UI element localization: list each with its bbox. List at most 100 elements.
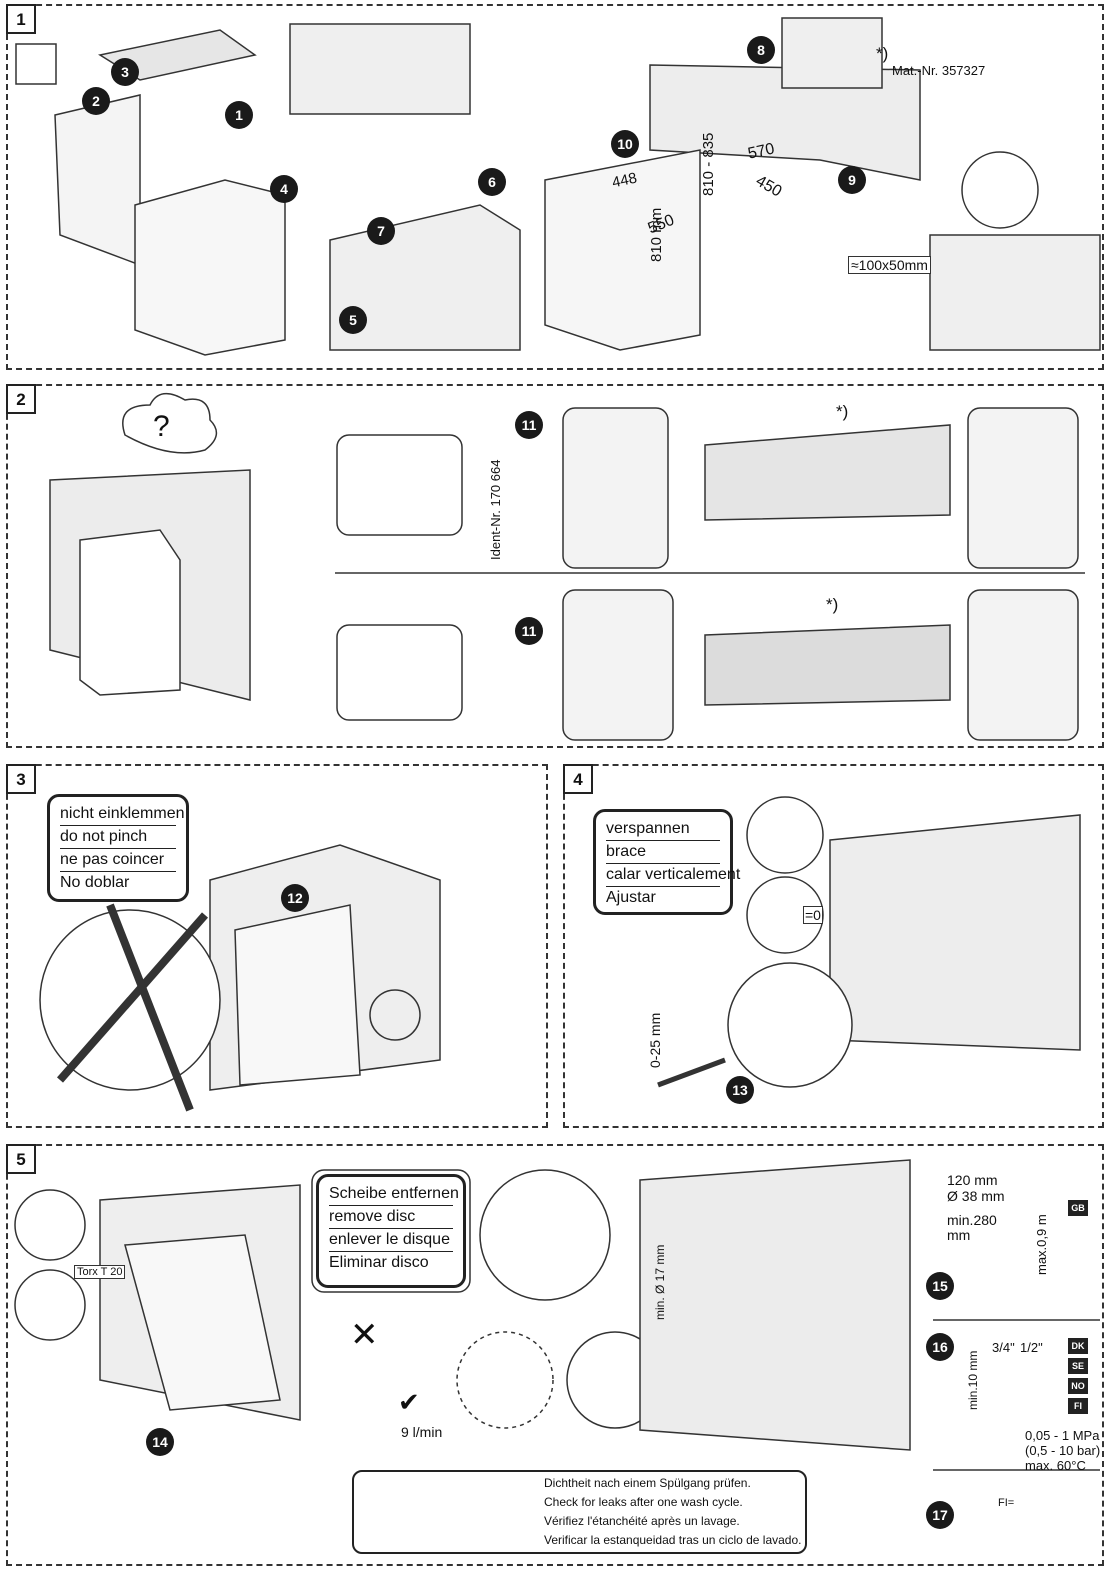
flow-rate-label: 9 l/min: [401, 1424, 443, 1440]
stone-bracket-detail: [562, 589, 674, 741]
panel-number: 3: [6, 764, 36, 794]
brace-line: brace: [606, 841, 720, 864]
step-badge-14: 14: [146, 1428, 174, 1456]
cross-line-icon: [56, 912, 209, 1083]
stone-worktop-illustration: [704, 624, 951, 706]
leak-line: Verificar la estanqueidad tras un ciclo …: [544, 1533, 802, 1547]
step-badge-6: 6: [478, 168, 506, 196]
panel-number: 4: [563, 764, 593, 794]
no-drip-icon: ✕: [350, 1316, 379, 1354]
question-mark: ?: [153, 410, 170, 443]
brace-note-box: verspannen brace calar verticalement Aju…: [593, 809, 740, 915]
panel-2: 2: [6, 384, 1104, 748]
bracket-bottom-detail: [967, 589, 1079, 741]
step-badge-11: 11: [515, 411, 543, 439]
disc-line: Scheibe entfernen: [329, 1183, 459, 1206]
leak-check-box: Dichtheit nach einem Spülgang prüfen. Ch…: [352, 1470, 807, 1554]
asterisk-note: *): [836, 402, 849, 421]
dim-hole: ≈100x50mm: [848, 256, 931, 274]
lang-badge-fi: FI: [1068, 1398, 1088, 1414]
dishwasher-pinch-illustration: [234, 904, 361, 1086]
pressure-line: max. 60°C: [1025, 1458, 1086, 1473]
step-badge-13: 13: [726, 1076, 754, 1104]
foot-range-label: 0-25 mm: [647, 1012, 663, 1068]
fi-label: FI=: [998, 1497, 1015, 1509]
step-badge-8: 8: [747, 36, 775, 64]
asterisk-note: *): [826, 595, 839, 614]
gap-detail-circle: [746, 796, 824, 874]
min-diameter-label: min. Ø 17 mm: [653, 1244, 667, 1320]
warning-line: do not pinch: [60, 826, 176, 849]
kitchen-niche-illustration: [829, 814, 1081, 1051]
power-plug-icon: [15, 43, 57, 85]
disc-line: enlever le disque: [329, 1229, 453, 1252]
bracket-top-detail: [967, 407, 1079, 569]
panel-3: 3: [6, 764, 548, 1128]
wood-bracket-detail: [562, 407, 669, 569]
brace-line: verspannen: [606, 818, 720, 841]
dishwasher-question-illustration: [79, 529, 181, 696]
step-badge-4: 4: [270, 175, 298, 203]
wood-worktop-box: [336, 434, 463, 536]
hinge-detail-circle: [14, 1189, 86, 1261]
thread-34-label: 3/4": [992, 1340, 1015, 1355]
ident-nr-label: Ident-Nr. 170 664: [488, 459, 503, 560]
thread-12-label: 1/2": [1020, 1340, 1043, 1355]
strip-detail-illustration: [781, 17, 883, 89]
mount-detail-illustration: [289, 23, 471, 115]
no-water-detail-illustration: [961, 151, 1039, 229]
brace-line: Ajustar: [606, 889, 656, 906]
step-badge-1: 1: [225, 101, 253, 129]
step-badge-12: 12: [281, 884, 309, 912]
foot-detail-circle: [727, 962, 853, 1088]
panel-4: 4: [563, 764, 1104, 1128]
lang-badge-no: NO: [1068, 1378, 1088, 1394]
no-kink-circle: [456, 1331, 554, 1429]
panel-1: 1: [6, 4, 1104, 370]
step-badge-7: 7: [367, 217, 395, 245]
step-badge-11b: 11: [515, 617, 543, 645]
step-badge-3: 3: [111, 58, 139, 86]
drain-max-label: max.0,9 m: [1034, 1214, 1049, 1275]
step-badge-5: 5: [339, 306, 367, 334]
lang-badge-gb: GB: [1068, 1200, 1088, 1216]
step-badge-15: 15: [926, 1272, 954, 1300]
step-badge-2: 2: [82, 87, 110, 115]
dim-810mm: 810 mm: [648, 207, 665, 262]
step-badge-9: 9: [838, 166, 866, 194]
disc-detail-circle: [479, 1169, 611, 1301]
drain-mm-label: mm: [947, 1227, 971, 1243]
brace-line: calar verticalement: [606, 864, 740, 887]
mat-note-asterisk: *): [876, 44, 889, 63]
hose-detail-circle: [369, 989, 421, 1041]
leak-line: Dichtheit nach einem Spülgang prüfen.: [544, 1476, 751, 1490]
panel-number: 2: [6, 384, 36, 414]
min10-label: min.10 mm: [966, 1350, 980, 1410]
pinch-warning-box: nicht einklemmen do not pinch ne pas coi…: [47, 794, 189, 902]
dishwasher-front-illustration: [134, 179, 286, 356]
warning-line: nicht einklemmen: [60, 803, 185, 826]
screwdriver-icon: [657, 1057, 726, 1088]
wood-worktop-illustration: [704, 424, 951, 521]
pressure-line: (0,5 - 10 bar): [1025, 1443, 1101, 1458]
zero-gap-detail-circle: [746, 876, 824, 954]
dishwasher-left-illustration: [54, 94, 141, 267]
panel-number: 5: [6, 1144, 36, 1174]
screw-detail-circle: [14, 1269, 86, 1341]
warning-line: ne pas coincer: [60, 849, 176, 872]
disc-line: remove disc: [329, 1206, 453, 1229]
drain-min280-label: min.280: [947, 1212, 997, 1228]
check-icon: ✔: [398, 1387, 420, 1417]
zero-gap-label: =0: [803, 906, 823, 924]
dishwasher-measure-illustration: [544, 149, 701, 351]
panel-number: 1: [6, 4, 36, 34]
panel-5: 5: [6, 1144, 1104, 1566]
hose-connection-illustration: [929, 234, 1101, 351]
torx-label: Torx T 20: [74, 1265, 126, 1279]
mat-nr-label: Mat.-Nr. 357327: [892, 63, 986, 78]
lang-badge-se: SE: [1068, 1358, 1088, 1374]
warning-line: No doblar: [60, 874, 130, 891]
step-badge-16: 16: [926, 1333, 954, 1361]
dim-810-835: 810 - 835: [700, 132, 717, 196]
